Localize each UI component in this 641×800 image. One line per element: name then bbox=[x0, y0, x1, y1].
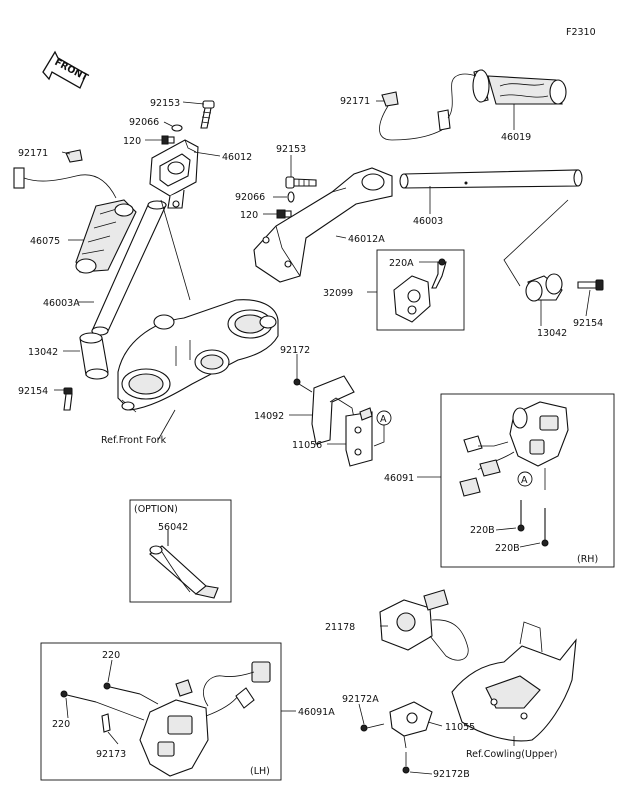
bracket-14092-part bbox=[311, 375, 355, 445]
handlebar-clamp-46012-part bbox=[149, 139, 199, 209]
label-ref-cowling: Ref.Cowling(Upper) bbox=[466, 749, 557, 760]
bar-end-weight-13042-left-part bbox=[79, 332, 109, 380]
switch-46091A-part bbox=[139, 661, 271, 777]
lh-switch-detail-box bbox=[40, 642, 282, 781]
label-46012: 46012 bbox=[222, 152, 252, 163]
label-11056: 11056 bbox=[292, 440, 322, 451]
label-46075: 46075 bbox=[30, 236, 60, 247]
label-56042: 56042 bbox=[158, 522, 188, 533]
bolt-92153-right-part bbox=[285, 176, 317, 189]
screw-92172B-part bbox=[402, 752, 410, 774]
connector-92171-right-part bbox=[379, 73, 477, 141]
label-46003: 46003 bbox=[413, 216, 443, 227]
front-arrow-icon: FRONT bbox=[42, 50, 90, 89]
label-21178: 21178 bbox=[325, 622, 355, 633]
screw-92154-left-part bbox=[63, 387, 73, 411]
bracket-11055-part bbox=[389, 701, 433, 749]
relay-21178-part bbox=[379, 589, 469, 661]
label-92172: 92172 bbox=[280, 345, 310, 356]
leader-lines bbox=[54, 100, 591, 775]
label-92066-left: 92066 bbox=[129, 117, 159, 128]
label-11055: 11055 bbox=[445, 722, 475, 733]
handlebar-clamp-46012A-part bbox=[253, 167, 393, 283]
label-220A: 220A bbox=[389, 258, 414, 269]
screw-92172-part bbox=[293, 378, 313, 393]
connector-92171-left-part bbox=[13, 149, 117, 199]
screw-220-lh-upper-part bbox=[103, 682, 141, 695]
label-rh: (RH) bbox=[577, 554, 598, 565]
screw-92172A-part bbox=[360, 723, 385, 732]
label-46091: 46091 bbox=[384, 473, 414, 484]
option-detail-box bbox=[129, 499, 232, 603]
label-92172A: 92172A bbox=[342, 694, 379, 705]
upper-cowling-ref-part bbox=[451, 621, 577, 742]
bar-end-weight-13042-right-part bbox=[525, 273, 563, 302]
bolt-120-left-part bbox=[161, 135, 175, 145]
switch-46091-part bbox=[459, 401, 569, 497]
bracket-32099-detail-box bbox=[376, 249, 465, 331]
label-46091A: 46091A bbox=[298, 707, 335, 718]
label-220-lh-upper: 220 bbox=[102, 650, 120, 661]
label-92171-right: 92171 bbox=[340, 96, 370, 107]
washer-92066-left-part bbox=[171, 124, 183, 132]
label-220B-long: 220B bbox=[495, 543, 520, 554]
ref-a-rh-text: A bbox=[521, 475, 528, 486]
bolt-92153-left-part bbox=[200, 100, 215, 129]
washer-92066-right-part bbox=[287, 191, 295, 203]
label-92153-left: 92153 bbox=[150, 98, 180, 109]
label-220B-short: 220B bbox=[470, 525, 495, 536]
label-92066-right: 92066 bbox=[235, 192, 265, 203]
ref-marker-a-rh bbox=[517, 471, 533, 487]
screw-220-lh-lower-part bbox=[60, 690, 97, 703]
label-lh: (LH) bbox=[250, 766, 270, 777]
label-46019: 46019 bbox=[501, 132, 531, 143]
label-120-right: 120 bbox=[240, 210, 258, 221]
screw-92154-right-part bbox=[577, 279, 604, 291]
label-32099: 32099 bbox=[323, 288, 353, 299]
rh-switch-detail-box bbox=[440, 393, 615, 568]
bracket-32099-part bbox=[393, 258, 447, 323]
figure-code: F2310 bbox=[566, 27, 596, 38]
label-92154-right: 92154 bbox=[573, 318, 603, 329]
bracket-11056-part bbox=[345, 407, 373, 467]
upper-triple-clamp-part bbox=[117, 299, 279, 413]
label-option: (OPTION) bbox=[134, 504, 178, 515]
screw-220B-long-part bbox=[541, 508, 549, 547]
label-92172B: 92172B bbox=[433, 769, 470, 780]
grip-cement-56042-part bbox=[149, 545, 219, 599]
screw-220B-short-part bbox=[517, 500, 525, 532]
label-120-left: 120 bbox=[123, 136, 141, 147]
label-92153-right: 92153 bbox=[276, 144, 306, 155]
ref-a-center-text: A bbox=[380, 414, 387, 425]
label-13042-right: 13042 bbox=[537, 328, 567, 339]
label-46003A: 46003A bbox=[43, 298, 80, 309]
label-92154-left: 92154 bbox=[18, 386, 48, 397]
grip-46019-part bbox=[472, 69, 567, 105]
grip-46075-part bbox=[75, 199, 137, 274]
label-13042-left: 13042 bbox=[28, 347, 58, 358]
label-14092: 14092 bbox=[254, 411, 284, 422]
bolt-120-right-part bbox=[276, 209, 292, 219]
label-92171-left: 92171 bbox=[18, 148, 48, 159]
clip-92173-part bbox=[101, 713, 111, 733]
handlebar-pipe-46003-part bbox=[399, 169, 583, 189]
label-220-lh-lower: 220 bbox=[52, 719, 70, 730]
label-46012A: 46012A bbox=[348, 234, 385, 245]
label-92173: 92173 bbox=[96, 749, 126, 760]
label-ref-front-fork: Ref.Front Fork bbox=[101, 435, 167, 446]
